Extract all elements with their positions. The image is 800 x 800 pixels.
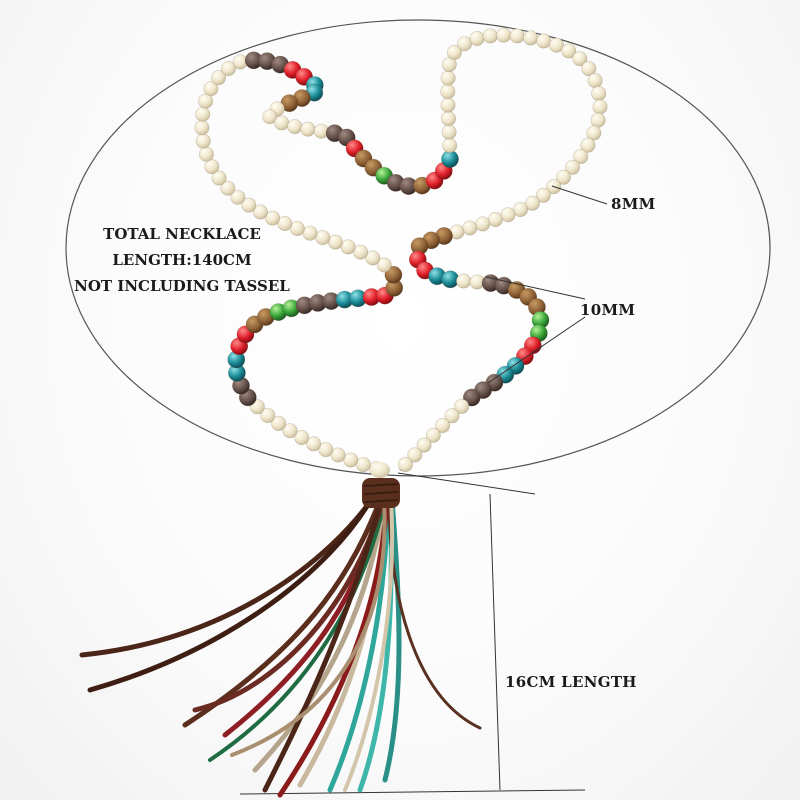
bead	[220, 180, 236, 196]
bead	[440, 84, 456, 100]
bead	[536, 33, 552, 49]
bead	[561, 43, 577, 59]
bead	[274, 115, 290, 131]
tassel-length-label: 16CM LENGTH	[505, 673, 637, 691]
bead	[454, 398, 470, 414]
bead-size-8mm-label: 8MM	[611, 195, 656, 213]
bead	[306, 436, 322, 452]
bead	[446, 44, 462, 60]
bead	[230, 189, 246, 205]
bead	[203, 81, 219, 97]
bead	[340, 239, 356, 255]
bead	[462, 220, 478, 236]
bead	[282, 423, 298, 439]
bead	[211, 170, 227, 186]
bead	[264, 210, 280, 226]
bead	[441, 124, 457, 140]
bead	[194, 120, 210, 136]
bead	[509, 28, 525, 44]
bead	[211, 70, 227, 86]
bead	[500, 207, 516, 223]
bead	[353, 244, 369, 260]
bead	[365, 250, 381, 266]
total-length-note: TOTAL NECKLACE LENGTH:140CM NOT INCLUDIN…	[74, 221, 290, 299]
bead	[416, 437, 432, 453]
tassel	[79, 462, 482, 798]
bead	[315, 230, 331, 246]
bead	[462, 388, 481, 407]
bead	[591, 86, 607, 102]
measure-line-10mm-top	[485, 276, 586, 300]
bead	[440, 70, 456, 86]
bead	[376, 257, 392, 273]
measure-line-tassel-vertical	[489, 493, 501, 791]
bead	[330, 447, 346, 463]
bead	[198, 93, 214, 109]
bead	[487, 212, 503, 228]
bead	[581, 61, 597, 77]
bead	[442, 138, 458, 154]
bead	[586, 125, 602, 141]
bead	[260, 407, 276, 423]
bead	[548, 37, 564, 53]
bead	[496, 27, 512, 43]
bead-strand	[194, 27, 608, 477]
bead	[302, 225, 318, 241]
bead	[241, 197, 257, 213]
bead	[469, 30, 485, 46]
total-length-line-2: LENGTH:140CM	[112, 251, 252, 269]
bead	[204, 159, 220, 175]
bead	[289, 221, 305, 237]
bead	[277, 216, 293, 232]
bead	[195, 133, 211, 149]
bead	[587, 73, 603, 89]
bead	[555, 169, 571, 185]
bead	[572, 51, 588, 67]
bead	[440, 97, 456, 113]
bead	[397, 457, 413, 473]
bead	[355, 457, 371, 473]
bead	[523, 30, 539, 46]
bead	[384, 265, 403, 284]
bead	[580, 137, 596, 153]
bead	[456, 273, 472, 289]
measure-line-tassel-bottom	[239, 789, 586, 795]
bead	[444, 408, 460, 424]
bead	[198, 146, 214, 162]
bead	[425, 427, 441, 443]
bead	[221, 60, 237, 76]
bead	[590, 112, 606, 128]
total-length-line-1: TOTAL NECKLACE	[103, 225, 261, 243]
bead	[327, 234, 343, 250]
bead	[195, 106, 211, 122]
bead	[482, 28, 498, 44]
bead	[294, 429, 310, 445]
bead	[407, 447, 423, 463]
bead	[252, 204, 268, 220]
measure-line-8mm	[551, 185, 608, 205]
bead	[287, 119, 303, 135]
measure-line-tassel-top	[397, 472, 536, 495]
measure-line-10mm-bottom	[487, 316, 586, 384]
bead	[475, 216, 491, 232]
bead	[343, 452, 359, 468]
total-length-line-3: NOT INCLUDING TASSEL	[74, 277, 290, 295]
bead	[512, 202, 528, 218]
bead	[535, 187, 551, 203]
bead	[271, 415, 287, 431]
bead	[564, 159, 580, 175]
bead	[524, 195, 540, 211]
bead	[573, 149, 589, 165]
bead	[440, 111, 456, 127]
bead	[262, 109, 278, 125]
bead-size-10mm-label: 10MM	[580, 301, 636, 319]
bead	[300, 121, 316, 137]
bead	[592, 99, 608, 115]
bead	[435, 417, 451, 433]
bead	[457, 36, 473, 52]
bead	[318, 442, 334, 458]
